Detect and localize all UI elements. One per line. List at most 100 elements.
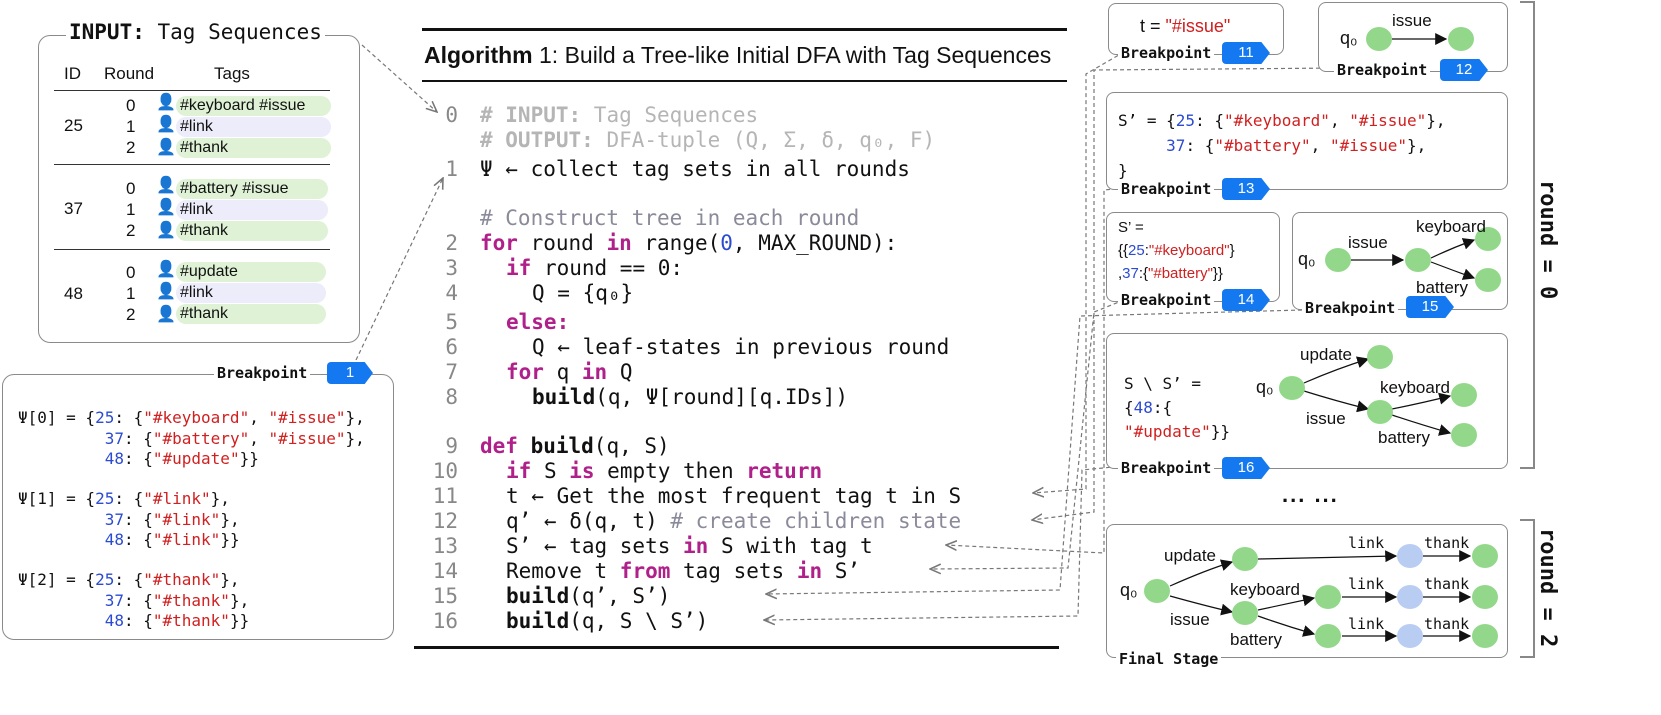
- bp16-text: S \ S’ = {48:{ "#update"}}: [1124, 372, 1230, 444]
- connector: [1033, 51, 1125, 493]
- line-number: 0: [445, 103, 458, 127]
- tag: "#issue": [1329, 136, 1407, 155]
- edge-label: keyboard: [1380, 378, 1450, 397]
- txt: ,: [1329, 111, 1350, 130]
- tag: "#keyboard": [1148, 242, 1230, 259]
- psi-head: Ψ[0] = {: [18, 408, 96, 427]
- txt: (q, S \ S’): [569, 609, 709, 633]
- state-node: [1367, 400, 1393, 424]
- state-node: [1405, 248, 1431, 272]
- psi-head: Ψ[1] = {: [18, 489, 96, 508]
- tag-pill: #battery #issue: [176, 179, 328, 199]
- kw: if: [506, 256, 532, 280]
- q0-label: q₀: [1340, 28, 1358, 48]
- round-0-bracket: [1520, 1, 1535, 469]
- q0-label: q₀: [1120, 580, 1138, 600]
- tag: "#keyboard": [143, 408, 250, 427]
- tag: "#link": [152, 509, 221, 529]
- breakpoint-label: Breakpoint: [214, 364, 311, 382]
- algorithm-title-rest: 1: Build a Tree-like Initial DFA with Ta…: [532, 42, 1052, 68]
- round-value: 2: [126, 221, 136, 240]
- tag-pill: #link: [176, 117, 331, 137]
- header-tags: Tags: [214, 64, 250, 83]
- txt: q: [543, 360, 582, 384]
- comment-rest: DFA-tuple (Q, Σ, δ, q₀, F): [593, 128, 936, 152]
- round-value: 2: [126, 138, 136, 157]
- header-divider: [54, 90, 330, 91]
- breakpoint-label: Breakpoint: [1302, 299, 1399, 317]
- edge-label: issue: [1306, 409, 1346, 428]
- state-node: [1367, 345, 1393, 369]
- kw: if: [506, 459, 532, 483]
- round-value: 1: [126, 284, 136, 303]
- user-icon: 👤: [156, 177, 176, 194]
- tag: "#update": [152, 449, 240, 468]
- connector: [946, 187, 1125, 554]
- txt: }}: [1210, 422, 1230, 441]
- code-line-8: build(q, Ψ[round][q.IDs]): [532, 385, 848, 409]
- kw: in: [796, 559, 823, 583]
- txt: Remove t: [506, 559, 620, 583]
- txt: (q, S): [593, 434, 670, 458]
- round-2-label: round = 2: [1535, 528, 1560, 648]
- id: 48: [1133, 398, 1153, 417]
- txt: }: [1229, 242, 1235, 259]
- edge-label: thank: [1424, 534, 1470, 552]
- code-line-2: for round in range(0, MAX_ROUND):: [480, 231, 897, 255]
- breakpoint-badge: 1: [327, 362, 373, 384]
- txt: S’ =: [1118, 219, 1144, 236]
- breakpoint-label: Breakpoint: [1118, 291, 1215, 309]
- round-value: 2: [126, 305, 136, 324]
- id: 37: [1166, 136, 1186, 155]
- code-line-14: Remove t from tag sets in S’: [506, 559, 860, 583]
- line-number: 12: [432, 509, 458, 533]
- state-node: [1475, 227, 1501, 251]
- comment-bold: # OUTPUT:: [480, 128, 594, 152]
- tag: "#battery": [152, 428, 250, 448]
- final-stage-graph: [1144, 544, 1498, 648]
- txt: ,: [1310, 136, 1330, 155]
- line-number: 4: [445, 281, 458, 305]
- txt: :{: [1138, 265, 1149, 282]
- edge-label: keyboard: [1230, 580, 1300, 599]
- tag-pill: #link: [176, 283, 326, 303]
- fn: build: [532, 385, 596, 409]
- edge: [1257, 550, 1398, 563]
- tag-pill: #thank: [176, 304, 326, 324]
- group-id: 37: [64, 199, 83, 218]
- line-number: 1: [445, 157, 458, 181]
- txt: Q: [607, 360, 633, 384]
- txt: },: [1407, 136, 1427, 155]
- edge-label: update: [1300, 345, 1352, 364]
- kw: for: [480, 231, 518, 255]
- id: 25: [95, 408, 115, 427]
- kw: from: [619, 559, 671, 583]
- breakpoint-badge: 12: [1440, 59, 1488, 81]
- breakpoint-label: Breakpoint: [1334, 61, 1431, 79]
- q0-label: q₀: [1256, 377, 1274, 397]
- tag: "#battery": [1214, 136, 1311, 155]
- breakpoint-1-panel: [2, 374, 394, 640]
- kw: return: [746, 459, 823, 483]
- txt: (q, Ψ[round][q.IDs]): [595, 385, 849, 409]
- state-node: [1232, 547, 1258, 571]
- txt: S’ = {: [1118, 111, 1176, 130]
- group-id: 48: [64, 284, 83, 303]
- txt: }: [1118, 161, 1128, 180]
- line-number: 5: [445, 310, 458, 334]
- txt: S with tag t: [708, 534, 873, 558]
- group-divider: [54, 249, 330, 250]
- num: 0: [720, 231, 733, 255]
- id: 25: [1128, 242, 1145, 259]
- title-rest: Tag Sequences: [144, 20, 322, 44]
- tag-pill: #link: [176, 200, 328, 220]
- state-node: [1366, 27, 1392, 51]
- algorithm-bottom-rule: [414, 646, 1059, 649]
- bp15-graph: [1325, 227, 1501, 292]
- txt: range(: [631, 231, 721, 255]
- algorithm-title: Algorithm 1: Build a Tree-like Initial D…: [424, 42, 1051, 69]
- line-number: 9: [445, 434, 458, 458]
- code-line-7: for q in Q: [506, 360, 632, 384]
- tag: "#thank": [152, 590, 230, 610]
